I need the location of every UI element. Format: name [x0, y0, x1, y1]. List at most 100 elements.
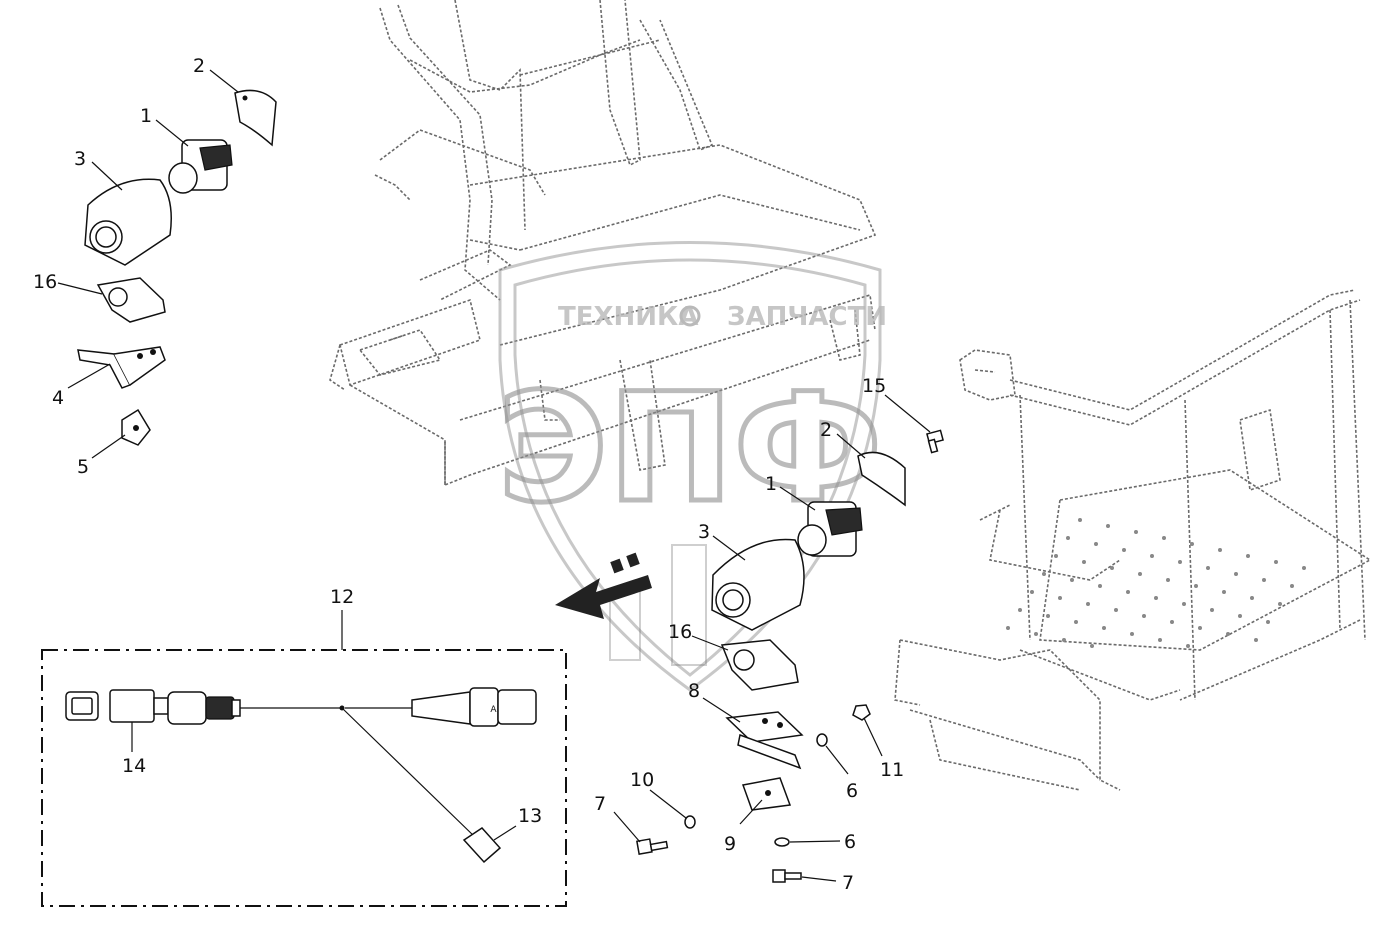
harness-branch-wire [341, 707, 477, 839]
grating-hole [1194, 584, 1198, 588]
vehicle-frame [329, 0, 877, 487]
callout-label: 7 [594, 793, 606, 815]
grating-hole [1158, 638, 1162, 642]
grating-hole [1006, 626, 1010, 630]
grating-hole [1302, 566, 1306, 570]
callout-label: 6 [844, 831, 856, 853]
lamp-housing-icon [84, 178, 172, 266]
washer-icon [816, 733, 828, 747]
callout-label: 10 [630, 769, 654, 791]
grating-hole [1070, 578, 1074, 582]
grating-hole [1274, 560, 1278, 564]
grating-hole [1222, 590, 1226, 594]
watermark-text-right: ЗАПЧАСТИ [727, 302, 887, 332]
callout-label: 5 [77, 456, 89, 478]
grating-hole [1166, 578, 1170, 582]
grating-hole [1058, 596, 1062, 600]
callout-label: 4 [52, 387, 64, 409]
leader-lines [57, 69, 931, 882]
callout-label: 2 [193, 55, 205, 77]
grating-hole [1078, 518, 1082, 522]
nut-icon [852, 704, 871, 721]
washer-icon [774, 837, 790, 847]
watermark-text-left: ТЕХНИКА [558, 302, 698, 332]
callout-label: 6 [846, 780, 858, 802]
grating-hole [1278, 602, 1282, 606]
grating-hole [1106, 524, 1110, 528]
callout-label: 16 [33, 271, 57, 293]
callout-label: 8 [688, 680, 700, 702]
harness-kit-box [41, 649, 567, 907]
grating-hole [1198, 626, 1202, 630]
right-part-cover-2 [857, 451, 906, 507]
grating-hole [1102, 626, 1106, 630]
grating-hole [1234, 572, 1238, 576]
bracket-icon [77, 346, 166, 389]
left-part-cover-2 [234, 89, 277, 147]
grating-hole [1138, 572, 1142, 576]
lamp-icon [168, 139, 233, 194]
callout-label: 12 [330, 586, 354, 608]
grating-hole [1226, 632, 1230, 636]
grating-hole [1094, 542, 1098, 546]
washer-icon [684, 815, 696, 829]
grating-hole [1262, 578, 1266, 582]
callout-labels: 2 1 3 16 4 5 15 2 1 3 16 8 6 11 10 7 9 6… [33, 55, 904, 894]
connector-icon [109, 689, 169, 723]
bracket-icon [741, 777, 792, 811]
grating-hole [1150, 554, 1154, 558]
grating-hole [1074, 620, 1078, 624]
grating-hole [1290, 584, 1294, 588]
platform-frame [894, 289, 1372, 791]
callout-label: 11 [880, 759, 904, 781]
watermark-logo: ТЕХНИКА ЗАПЧАСТИ ЭПФ [495, 241, 887, 692]
grating-hole [1246, 554, 1250, 558]
grating-hole [1046, 614, 1050, 618]
callout-label: 14 [122, 755, 146, 777]
callout-label: 1 [765, 473, 777, 495]
grating-hole [1082, 560, 1086, 564]
grating-hole [1110, 566, 1114, 570]
bracket-icon [725, 711, 804, 770]
grating-hole [1178, 560, 1182, 564]
grating-hole [1254, 638, 1258, 642]
connector-icon [65, 691, 99, 721]
callout-label: 3 [74, 148, 86, 170]
grating-hole [1018, 608, 1022, 612]
direction-arrow-icon [555, 552, 652, 619]
grating-hole [1122, 548, 1126, 552]
callout-label: 16 [668, 621, 692, 643]
lamp-icon [797, 501, 863, 557]
bracket-icon [121, 408, 151, 446]
bracket-icon [720, 639, 799, 691]
connector-icon [462, 827, 502, 864]
grating-hole [1042, 572, 1046, 576]
bracket-icon [96, 277, 166, 323]
bolt-icon [772, 869, 802, 883]
grating-hole [1086, 602, 1090, 606]
grating-hole [1134, 530, 1138, 534]
grating-hole [1142, 614, 1146, 618]
grating-hole [1130, 632, 1134, 636]
grating-hole [1266, 620, 1270, 624]
grating-hole [1054, 554, 1058, 558]
grating-hole [1238, 614, 1242, 618]
callout-label: 13 [518, 805, 542, 827]
grating-hole [1218, 548, 1222, 552]
grating-hole [1250, 596, 1254, 600]
grating-hole [1182, 602, 1186, 606]
harness-plug: A B [167, 687, 537, 727]
lamp-housing-icon [711, 538, 805, 631]
grating-hole [1162, 536, 1166, 540]
grating-hole [1098, 584, 1102, 588]
gear-icon [679, 305, 701, 327]
grating-hole [1030, 590, 1034, 594]
callout-label: 9 [724, 833, 736, 855]
callout-label: 7 [842, 872, 854, 894]
grating-hole [1114, 608, 1118, 612]
grating-hole [1066, 536, 1070, 540]
callout-label: 15 [862, 375, 886, 397]
grating-hole [1062, 638, 1066, 642]
